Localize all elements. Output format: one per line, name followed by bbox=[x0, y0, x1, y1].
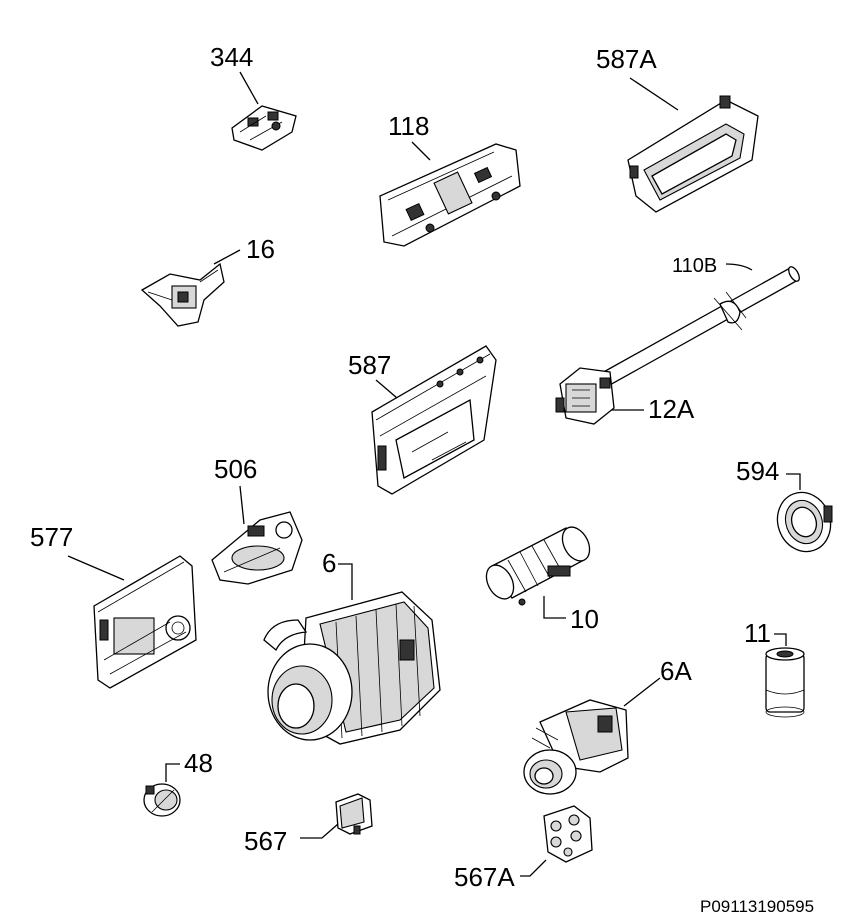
seal-ring-icon bbox=[776, 491, 833, 553]
connector-block-icon bbox=[543, 805, 593, 863]
label-594: 594 bbox=[736, 456, 779, 486]
label-567A: 567A bbox=[454, 862, 515, 892]
bracket-board-icon bbox=[371, 345, 497, 495]
label-344: 344 bbox=[210, 42, 253, 72]
sensor-knob-icon bbox=[143, 783, 181, 817]
connector-plug-icon bbox=[335, 793, 373, 835]
label-577: 577 bbox=[30, 522, 73, 552]
part-10: 10 bbox=[485, 526, 599, 634]
label-6: 6 bbox=[322, 548, 336, 578]
display-frame-icon bbox=[627, 95, 759, 213]
label-10: 10 bbox=[570, 604, 599, 634]
label-587A: 587A bbox=[596, 44, 657, 74]
circulation-pump-motor-icon bbox=[263, 591, 441, 745]
part-577: 577 bbox=[30, 522, 197, 689]
label-506: 506 bbox=[214, 454, 257, 484]
drain-pump-connector-icon bbox=[555, 367, 615, 425]
power-module-icon bbox=[93, 555, 197, 689]
capacitor-icon bbox=[765, 647, 805, 718]
part-567: 567 bbox=[244, 793, 373, 856]
flow-meter-icon bbox=[211, 511, 303, 585]
label-48: 48 bbox=[184, 748, 213, 778]
door-switch-icon bbox=[140, 262, 225, 327]
hose-icon bbox=[599, 266, 800, 387]
label-110B: 110B bbox=[672, 255, 717, 277]
drain-pump-icon bbox=[523, 699, 629, 795]
part-6A: 6A bbox=[523, 656, 692, 795]
label-12A: 12A bbox=[648, 394, 695, 424]
label-118: 118 bbox=[388, 111, 429, 141]
part-6: 6 bbox=[263, 548, 441, 745]
part-344: 344 bbox=[210, 42, 297, 151]
part-567A: 567A bbox=[454, 805, 593, 892]
part-587: 587 bbox=[348, 345, 497, 495]
label-11: 11 bbox=[744, 618, 771, 648]
label-567: 567 bbox=[244, 826, 287, 856]
label-16: 16 bbox=[246, 234, 275, 264]
label-6A: 6A bbox=[660, 656, 692, 686]
part-11: 11 bbox=[744, 618, 805, 718]
label-587: 587 bbox=[348, 350, 391, 380]
control-board-icon bbox=[379, 143, 521, 247]
part-110B: 110B bbox=[599, 255, 800, 387]
part-16: 16 bbox=[140, 234, 275, 327]
part-12A: 12A bbox=[555, 367, 695, 425]
switch-clip-icon bbox=[231, 105, 297, 151]
part-506: 506 bbox=[211, 454, 303, 585]
part-594: 594 bbox=[736, 456, 833, 553]
part-118: 118 bbox=[379, 111, 521, 247]
reference-code: P09113190595 bbox=[700, 897, 814, 916]
part-587A: 587A bbox=[596, 44, 759, 213]
part-48: 48 bbox=[143, 748, 213, 817]
heater-element-icon bbox=[485, 526, 591, 606]
